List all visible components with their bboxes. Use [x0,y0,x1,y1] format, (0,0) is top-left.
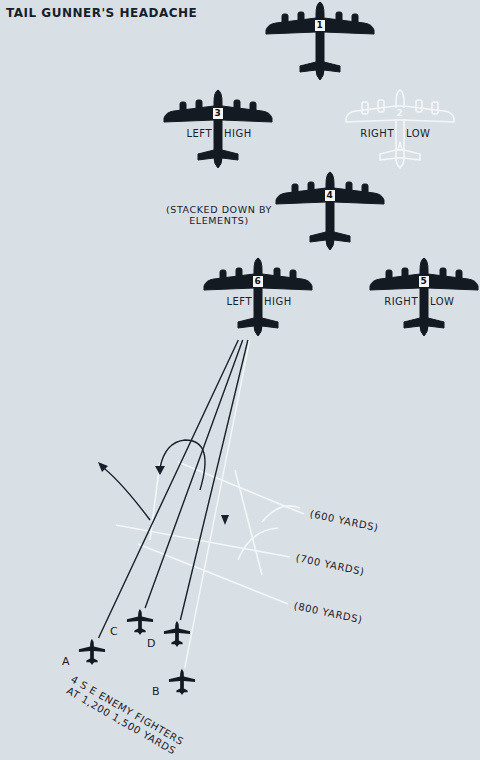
arrowhead [221,515,229,525]
fire-line [185,340,250,668]
bomber-node: 3LEFT HIGH [160,88,276,172]
enemy-fighter: B [150,668,196,698]
range-label: (700 YARDS) [295,552,366,577]
range-line [138,544,288,604]
arrowhead [98,462,108,472]
range-label: (800 YARDS) [293,600,364,625]
range-line [150,462,160,540]
position-label: HIGH [224,128,252,139]
fighter-letter: C [110,625,118,638]
bomber-number: 1 [315,20,326,31]
arrowhead [155,466,165,475]
bomber-silhouette [200,256,316,340]
bomber-silhouette [262,0,378,84]
fire-line [99,340,239,638]
bomber-silhouette [272,170,388,254]
bomber-silhouette [366,256,480,340]
breakaway-curve [100,465,150,520]
bomber-outline [342,88,458,172]
bomber-number: 4 [325,190,336,201]
attack-curve [238,528,278,560]
bomber-node: 1 [262,0,378,84]
bomber-node: 2RIGHT LOW [342,88,458,172]
bomber-node: 6LEFT HIGH [200,256,316,340]
attack-curve [262,506,300,522]
bomber-number: 6 [253,276,264,287]
position-label: RIGHT [360,128,394,139]
formation-note: (STACKED DOWN BY ELEMENTS) [164,204,274,226]
fighter-silhouette [163,620,191,648]
bomber-number: 5 [419,276,430,287]
bomber-number: 3 [213,108,224,119]
title: TAIL GUNNER'S HEADACHE [6,6,197,20]
bomber-silhouette [160,88,276,172]
position-label: LEFT [186,128,212,139]
fighter-silhouette [78,638,106,666]
bomber-node: 4 [272,170,388,254]
fighter-letter: A [62,655,70,668]
enemy-note: 4 S E ENEMY FIGHTERS AT 1,200 1,500 YARD… [57,671,190,760]
fire-line [180,340,248,620]
fighter-silhouette [126,608,154,636]
position-label: HIGH [264,296,292,307]
position-label: RIGHT [384,296,418,307]
position-label: LEFT [226,296,252,307]
range-line [116,525,290,557]
fighter-letter: D [147,637,156,650]
bomber-node: 5RIGHT LOW [366,256,480,340]
fire-line [145,340,243,608]
breakaway-curve [160,440,205,490]
position-label: LOW [430,296,454,307]
enemy-fighter: D [145,620,191,650]
fighter-silhouette [168,668,196,696]
enemy-fighter: A [60,638,106,668]
fighter-letter: B [152,685,160,698]
enemy-fighter: C [108,608,154,638]
range-label: (600 YARDS) [309,508,380,533]
position-label: LOW [406,128,430,139]
bomber-number: 2 [395,108,406,119]
